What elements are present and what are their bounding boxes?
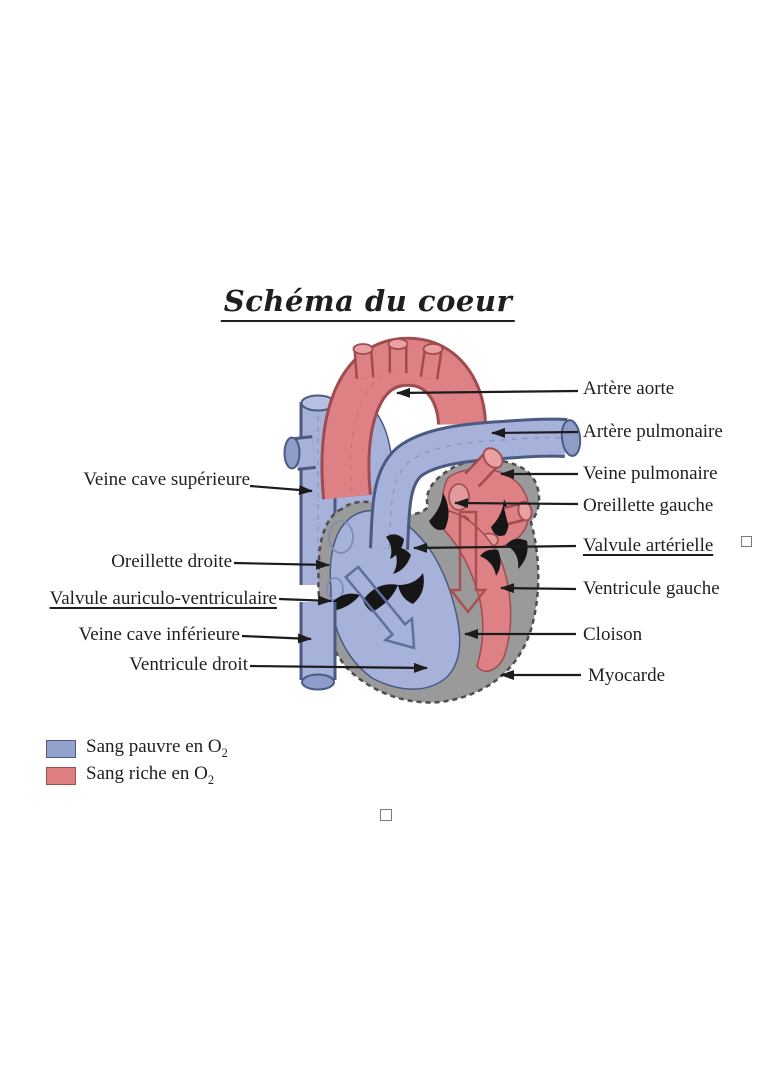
stray-square-marker: [380, 809, 392, 821]
heart-valves: [330, 493, 528, 612]
legend-item-sang-pauvre: Sang pauvre en O2: [46, 735, 228, 762]
legend: Sang pauvre en O2 Sang riche en O2: [46, 735, 228, 789]
legend-label: Sang pauvre en O2: [86, 736, 228, 760]
label-ventricule-gauche: Ventricule gauche: [583, 578, 720, 599]
label-veine-cave-inferieure: Veine cave inférieure: [78, 624, 240, 645]
label-artere-aorte: Artère aorte: [583, 378, 675, 399]
label-ventricule-droit: Ventricule droit: [129, 654, 248, 675]
label-veine-pulmonaire: Veine pulmonaire: [583, 463, 718, 484]
legend-item-sang-riche: Sang riche en O2: [46, 762, 228, 789]
flow-arrows: [344, 510, 488, 650]
inferior-vena-cava: [299, 602, 337, 691]
label-cloison: Cloison: [583, 624, 643, 645]
label-arrows: [233, 387, 581, 680]
label-myocarde: Myocarde: [588, 665, 666, 686]
pulmonary-artery: [369, 417, 582, 550]
stray-square-marker: [741, 536, 752, 547]
label-veine-cave-superieure: Veine cave supérieure: [83, 469, 250, 490]
legend-swatch-blue: [46, 739, 76, 758]
label-oreillette-gauche: Oreillette gauche: [583, 495, 714, 516]
legend-label: Sang riche en O2: [86, 763, 215, 787]
label-valvule-auriculo-ventriculaire: Valvule auriculo-ventriculaire: [49, 588, 277, 609]
label-valvule-arterielle: Valvule artérielle: [583, 535, 714, 556]
pulmonary-veins: [464, 447, 533, 526]
label-artere-pulmonaire: Artère pulmonaire: [583, 421, 723, 442]
page-title: Schéma du coeur: [220, 284, 516, 322]
label-oreillette-droite: Oreillette droite: [111, 551, 232, 572]
superior-vena-cava: [283, 394, 337, 585]
aorta: [320, 336, 487, 500]
legend-swatch-red: [46, 766, 76, 785]
